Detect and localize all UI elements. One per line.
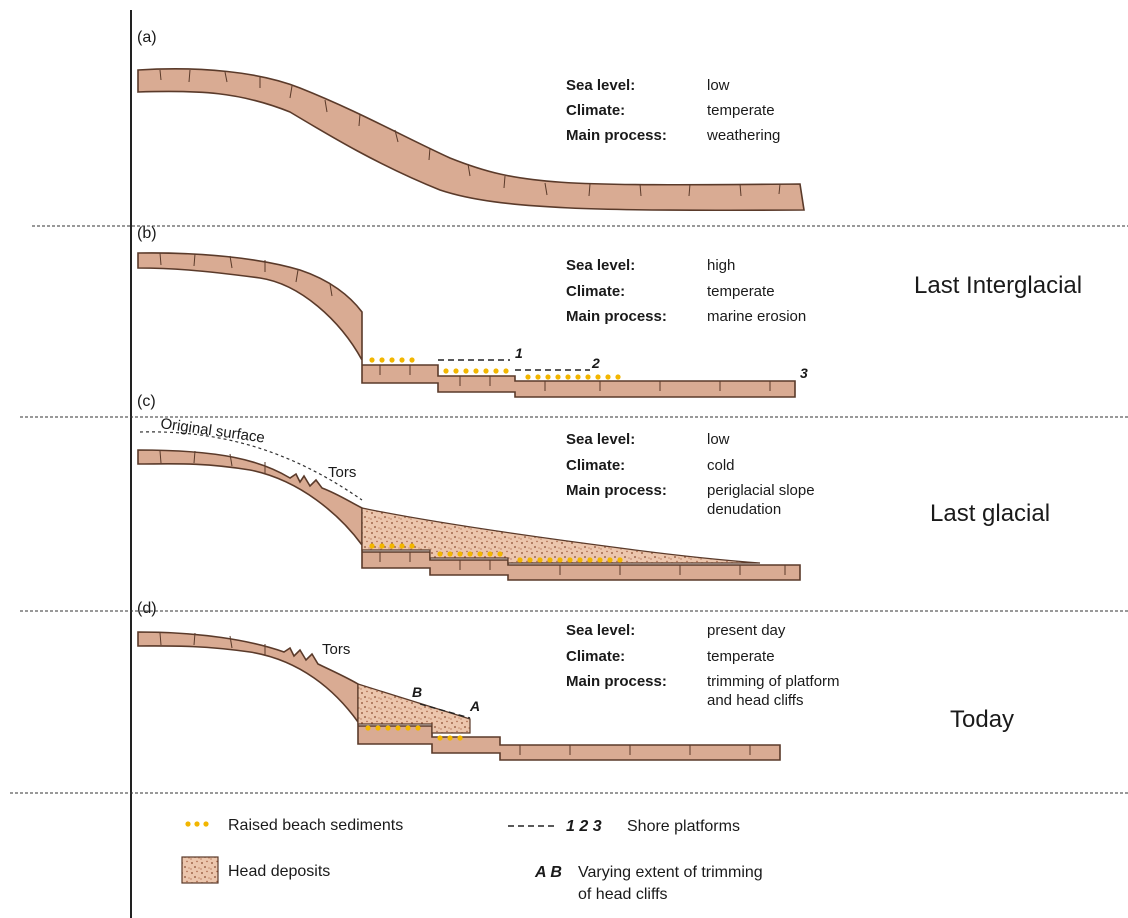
platform-3-number: 3 <box>800 365 808 381</box>
panel-c-label: (c) <box>137 393 156 410</box>
panel-d-process-value-line1: trimming of platform <box>707 673 840 690</box>
panel-d-label: (d) <box>137 600 157 617</box>
panel-a-process-label: Main process: <box>566 127 667 144</box>
legend: Raised beach sediments Head deposits 1 2… <box>181 817 763 903</box>
panel-a-process-value: weathering <box>706 127 780 144</box>
panel-d-sea-level-label: Sea level: <box>566 622 635 639</box>
panel-b-raised-beach <box>369 357 621 380</box>
platform-1-number: 1 <box>515 345 523 361</box>
trim-a-letter: A <box>469 698 480 714</box>
panel-b-rock-profile <box>137 252 796 398</box>
panel-d-process-label: Main process: <box>566 673 667 690</box>
panel-b: (b) 1 2 3 Sea level: high Climate: <box>137 225 808 398</box>
panel-a-joints <box>159 69 781 197</box>
legend-head-deposit-swatch <box>181 856 219 884</box>
panel-c-sea-level-label: Sea level: <box>566 431 635 448</box>
original-surface-label: Original surface <box>159 415 265 446</box>
panel-c-climate-label: Climate: <box>566 457 625 474</box>
panel-d-raised-beach <box>365 725 463 741</box>
legend-raised-beach-swatch <box>185 821 209 827</box>
panel-b-climate-label: Climate: <box>566 283 625 300</box>
panel-a-climate-label: Climate: <box>566 102 625 119</box>
panel-b-climate-value: temperate <box>707 283 775 300</box>
panel-d-tors-label: Tors <box>322 641 350 658</box>
panel-b-sea-level-label: Sea level: <box>566 257 635 274</box>
panel-a: (a) Sea level: low Climate: temperate Ma… <box>137 29 805 212</box>
legend-shore-platform-numbers: 1 2 3 <box>566 818 602 835</box>
panel-b-sea-level-value: high <box>707 257 735 274</box>
legend-raised-beach-label: Raised beach sediments <box>228 817 403 834</box>
panel-d-rock-profile <box>137 631 781 761</box>
panel-b-process-value: marine erosion <box>707 308 806 325</box>
platform-2-number: 2 <box>591 355 600 371</box>
side-label-today: Today <box>950 706 1014 733</box>
panel-a-label: (a) <box>137 29 157 46</box>
panel-b-process-label: Main process: <box>566 308 667 325</box>
panel-a-sea-level-value: low <box>707 77 730 94</box>
side-label-last-interglacial: Last Interglacial <box>914 272 1082 299</box>
panel-a-climate-value: temperate <box>707 102 775 119</box>
panel-b-joints <box>159 252 771 391</box>
panel-d-process-value-line2: and head cliffs <box>707 692 803 709</box>
trim-b-letter: B <box>412 684 422 700</box>
side-label-last-glacial: Last glacial <box>930 500 1050 527</box>
panel-c-rock-profile <box>137 449 801 581</box>
panel-d-head-deposit <box>357 683 471 734</box>
panel-a-sea-level-label: Sea level: <box>566 77 635 94</box>
panel-c-process-value-line1: periglacial slope <box>707 482 815 499</box>
original-surface-line <box>139 431 363 501</box>
panel-d-climate-label: Climate: <box>566 648 625 665</box>
legend-ab-letters: A B <box>534 864 562 881</box>
panel-a-rock-profile <box>137 68 805 212</box>
panel-c-climate-value: cold <box>707 457 735 474</box>
panel-c-process-value-line2: denudation <box>707 501 781 518</box>
panel-d-joints <box>159 632 751 755</box>
legend-trimming-line1: Varying extent of trimming <box>578 864 763 881</box>
panel-d-climate-value: temperate <box>707 648 775 665</box>
panel-b-label: (b) <box>137 225 157 242</box>
panel-c-tors-label: Tors <box>328 464 356 481</box>
legend-head-deposits-label: Head deposits <box>228 863 330 880</box>
legend-trimming-line2: of head cliffs <box>578 886 668 903</box>
legend-shore-platforms-label: Shore platforms <box>627 818 740 835</box>
panel-c-process-label: Main process: <box>566 482 667 499</box>
panel-c-joints <box>159 450 786 575</box>
panel-c-sea-level-value: low <box>707 431 730 448</box>
panel-c-head-deposit <box>361 507 761 564</box>
panel-d-sea-level-value: present day <box>707 622 786 639</box>
panel-d: (d) Tors B A Sea level: present day Clim… <box>137 600 840 761</box>
panel-c: (c) Original surface Tors Sea level: <box>137 393 815 581</box>
panel-c-raised-beach <box>369 543 623 563</box>
panel-d-trim-line <box>419 703 471 719</box>
